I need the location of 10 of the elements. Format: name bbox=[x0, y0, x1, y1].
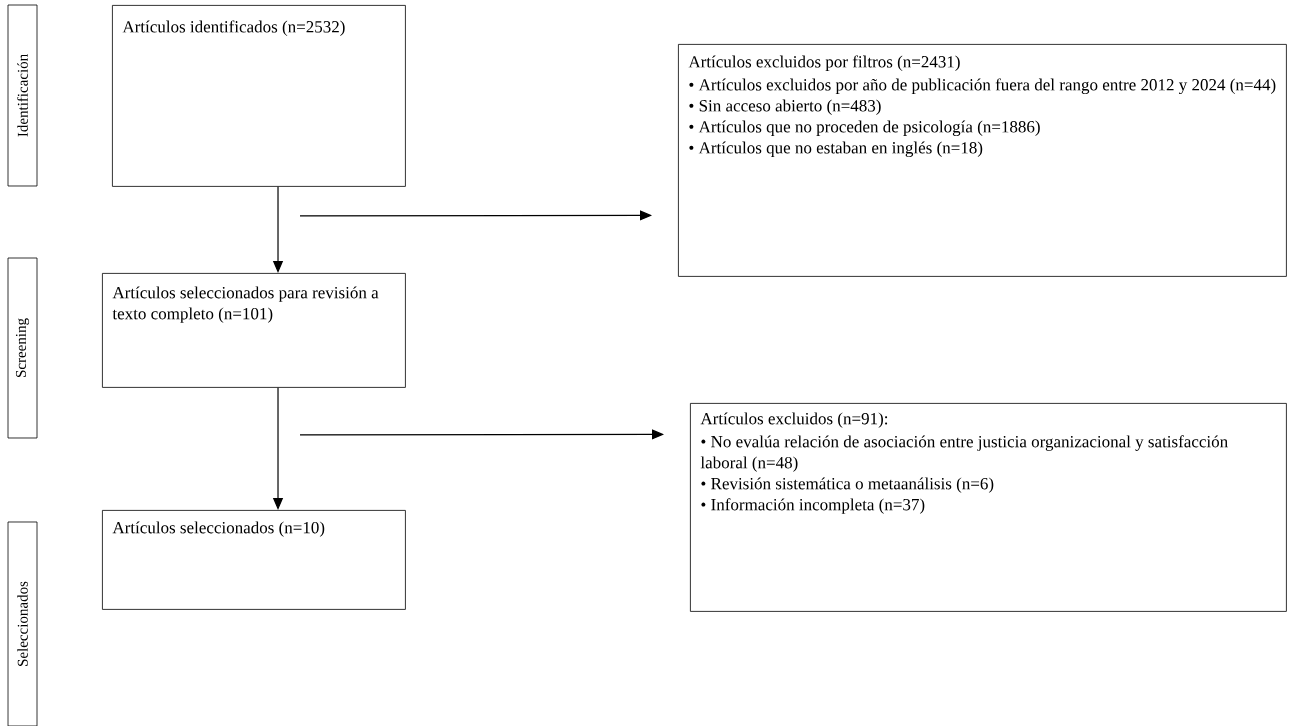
exclusion-box: Artículos excluidos (n=91): • No evalúa relación de asociación entre justicia organizacional y satisfacción laboral (n=48) • Revisión sistemática o metaanálisis (n=6) • Información incompleta (n=37) bbox=[690, 403, 1287, 612]
exclusion-box: Artículos excluidos por filtros (n=2431) • Artículos excluidos por año de publicación fuera del rango entre 2012 y 2024 (n=44) • Sin acceso abierto (n=483) • Artículos que no proceden de psicología (n=1886) • Artículos que no estaban en inglés (n=18) bbox=[678, 44, 1287, 277]
stage-label: Seleccionados bbox=[7, 521, 38, 726]
stage-label: Screening bbox=[7, 257, 38, 439]
arrow bbox=[299, 429, 664, 440]
process-box: Artículos seleccionados (n=10) bbox=[102, 510, 406, 610]
process-box: Artículos seleccionados para revisión a texto completo (n=101) bbox=[102, 273, 406, 388]
arrow bbox=[299, 210, 652, 221]
stage-label: Identificación bbox=[7, 4, 38, 187]
process-box: Artículos identificados (n=2532) bbox=[112, 5, 406, 187]
